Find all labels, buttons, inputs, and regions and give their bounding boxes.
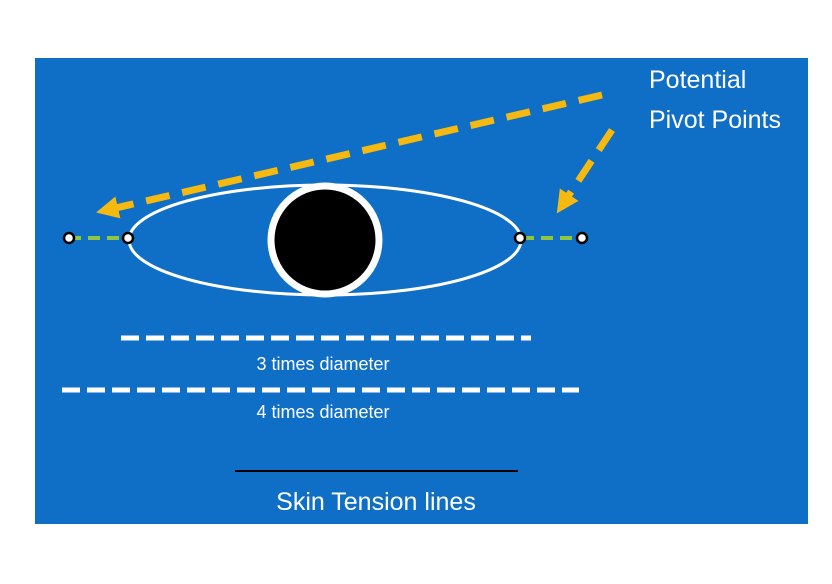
pivot-point-left-outer [62,231,76,245]
pivot-arrow-right [556,128,615,214]
lesion-circle [267,182,383,298]
measurement-label-4x: 4 times diameter [256,402,389,422]
pivot-point-right-inner [513,231,527,245]
annotation-line-1: Potential [649,66,746,94]
annotation-line-2: Pivot Points [649,106,781,134]
diagram-slide: Potential Pivot Points 3 times diameter … [35,58,808,524]
measurement-label-3x: 3 times diameter [256,354,389,374]
skin-tension-label: Skin Tension lines [276,488,476,516]
pivot-point-left-inner [121,231,135,245]
excision-diagram: Potential Pivot Points 3 times diameter … [35,58,808,524]
pivot-point-right-outer [575,231,589,245]
pivot-arrow-left [96,91,603,219]
